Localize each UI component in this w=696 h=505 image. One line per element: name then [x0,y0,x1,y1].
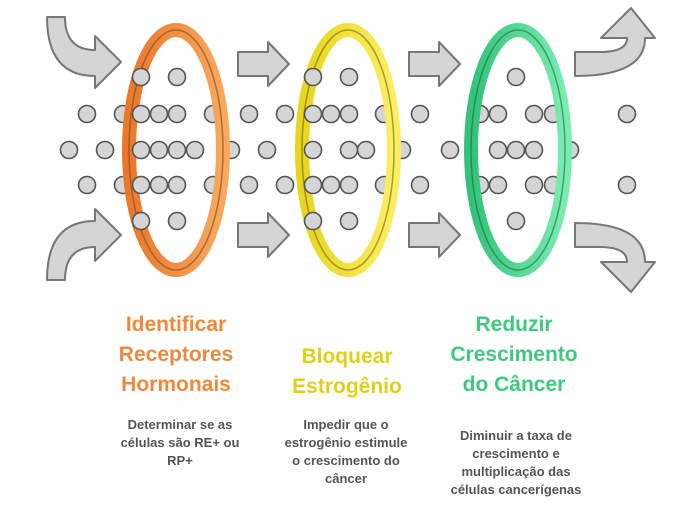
particle-dot [303,175,323,195]
stage-1-title-line: Identificar [125,313,227,336]
particle-dot [95,140,115,160]
stage-2-desc-line: Impedir que o [303,417,389,432]
particle-dot [410,104,430,124]
particle-dot [356,140,376,160]
particle-dot [339,104,359,124]
stage-2-desc-line: o crescimento do [292,453,400,468]
ring-stage-2 [295,23,401,277]
stage-1-title-line: Hormonais [121,373,231,396]
particle-dot [303,104,323,124]
stage-1-desc-line: RP+ [167,453,193,468]
arrow-right-icon [237,212,290,258]
particle-dot [149,175,169,195]
particle-dot [524,104,544,124]
particle-dot [167,104,187,124]
particle-dot [339,67,359,87]
stage-1-desc-line: Determinar se as [127,417,233,432]
particle-dot [275,175,295,195]
stage-3-title-line: Reduzir [475,313,553,336]
stage-1-desc-line: células são RE+ ou [120,435,240,450]
particle-dot [167,67,187,87]
curved-arrow-in-bottom-icon [46,208,122,281]
particle-dot [257,140,277,160]
stage-2-title-line: Estrogênio [292,375,402,398]
particle-dot [303,211,323,231]
particle-dot [59,140,79,160]
particle-dot [149,140,169,160]
particle-dot [77,104,97,124]
stage-3-title-line: Crescimento [450,343,578,366]
particle-dot [167,211,187,231]
stage-3-desc-line: crescimento e [472,446,560,461]
particle-dot [239,175,259,195]
stage-2-title: Bloquear Estrogênio [257,342,437,402]
particle-dot [506,67,526,87]
arrow-right-icon [408,41,461,87]
particle-dot [131,67,151,87]
arrow-right-icon [237,41,290,87]
particle-dot [303,67,323,87]
stage-3-desc-line: multiplicação das [461,464,571,479]
curved-arrow-out-bottom-icon [574,222,656,293]
particle-dot [167,175,187,195]
particle-dot [488,140,508,160]
particle-dot [131,140,151,160]
stage-2-desc-line: estrogênio estimule [284,435,408,450]
particle-dot [339,175,359,195]
particle-dot [488,104,508,124]
particle-dot [321,104,341,124]
stage-1-title: Identificar Receptores Hormonais [86,310,266,400]
particle-dot [488,175,508,195]
particle-dot [275,104,295,124]
particle-dot [506,211,526,231]
particle-dot [617,104,637,124]
ring-stage-1 [122,23,230,277]
particle-dot [77,175,97,195]
particle-dot [524,140,544,160]
stage-3-desc-line: células cancerígenas [450,482,582,497]
particle-dot [167,140,187,160]
particle-dot [339,140,359,160]
stage-1-description: Determinar se as células são RE+ ou RP+ [105,416,255,470]
particle-dot [524,175,544,195]
particle-dot [185,140,205,160]
particle-dot [303,140,323,160]
stage-1-title-line: Receptores [118,343,234,366]
particle-dot [131,175,151,195]
stage-2-description: Impedir que o estrogênio estimule o cres… [271,416,421,488]
particle-dot [131,104,151,124]
stage-2-title-line: Bloquear [301,345,393,368]
ring-stage-3 [464,23,572,277]
stage-3-description: Diminuir a taxa de crescimento e multipl… [441,427,591,499]
particle-dot [321,175,341,195]
stage-3-title: Reduzir Crescimento do Câncer [424,310,604,400]
curved-arrow-in-top-icon [46,16,122,89]
curved-arrow-out-top-icon [574,7,656,77]
particle-dot [410,175,430,195]
particle-dot [506,140,526,160]
stage-3-title-line: do Câncer [462,373,566,396]
particle-dot [149,104,169,124]
particle-dot [440,140,460,160]
particle-dot [339,211,359,231]
stage-2-desc-line: câncer [325,471,367,486]
particle-dot [617,175,637,195]
arrow-right-icon [408,212,461,258]
stage-3-desc-line: Diminuir a taxa de [460,428,572,443]
particle-dot [131,211,151,231]
particle-dot [239,104,259,124]
